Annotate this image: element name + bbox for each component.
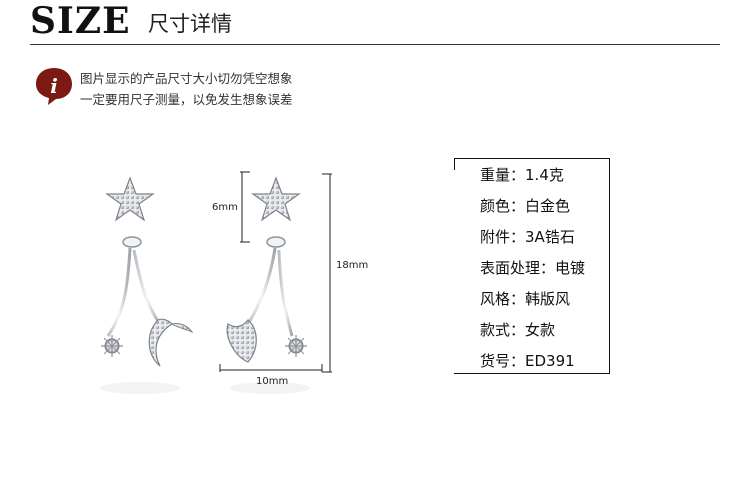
page-header: SIZE 尺寸详情 (0, 0, 750, 48)
left-earring (101, 176, 194, 367)
info-icon: i (36, 68, 72, 105)
notice-text: 图片显示的产品尺寸大小切勿凭空想象 一定要用尺子测量，以免发生想象误差 (80, 68, 293, 110)
spec-row-style: 风格：韩版风 (480, 290, 571, 308)
spec-table: 重量：1.4克 颜色：白金色 附件：3A锆石 表面处理：电镀 风格：韩版风 款式… (454, 158, 610, 374)
svg-text:i: i (50, 74, 58, 98)
spec-row-weight: 重量：1.4克 (480, 166, 564, 184)
spec-row-finish: 表面处理：电镀 (480, 259, 586, 277)
dimension-total-height: 18mm (336, 260, 369, 271)
reflection (100, 382, 310, 394)
spec-row-accessory: 附件：3A锆石 (480, 228, 575, 246)
size-subtitle: 尺寸详情 (148, 12, 232, 36)
dimension-width: 10mm (256, 376, 289, 387)
spec-row-item-number: 货号：ED391 (480, 352, 575, 370)
dimension-lines (219, 171, 332, 373)
spec-row-type: 款式：女款 (480, 321, 556, 339)
spec-row-color: 颜色：白金色 (480, 197, 571, 215)
size-title: SIZE (30, 0, 131, 42)
header-divider (30, 44, 720, 45)
notice-line: 一定要用尺子测量，以免发生想象误差 (80, 92, 293, 107)
notice-line: 图片显示的产品尺寸大小切勿凭空想象 (80, 71, 293, 86)
earring-illustration (100, 171, 332, 394)
dimension-star-height: 6mm (212, 202, 238, 213)
right-earring (226, 176, 307, 363)
